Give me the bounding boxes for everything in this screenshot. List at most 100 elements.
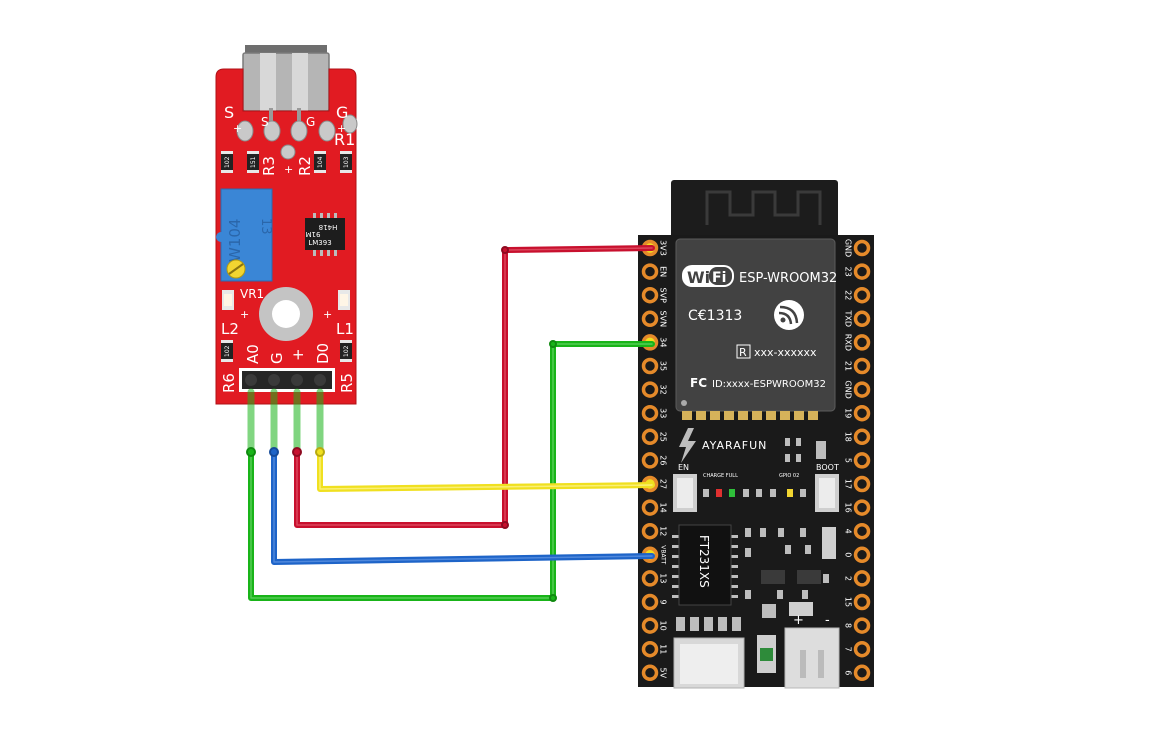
right-pin-pad[interactable] <box>853 664 871 682</box>
right-pin-pad[interactable] <box>853 334 871 351</box>
brand-name: AYARAFUN <box>702 439 767 452</box>
wifi-text-wi: Wi <box>687 268 710 287</box>
wire-blue-g[interactable] <box>271 449 655 565</box>
right-pin-label: 6 <box>844 670 853 675</box>
left-pin-pad[interactable] <box>641 286 659 304</box>
left-pin-label: 26 <box>659 455 668 465</box>
en-button[interactable] <box>673 474 697 512</box>
left-pin-pad[interactable] <box>641 617 659 634</box>
sensor-resistors: 102 151 104 103 102 102 <box>221 151 352 362</box>
left-pin-pad[interactable] <box>641 452 659 469</box>
left-pin-pad[interactable] <box>641 428 659 446</box>
right-pin-label: 19 <box>844 408 853 418</box>
left-pin-label: 35 <box>659 361 668 371</box>
label-l2: L2 <box>221 320 239 338</box>
resistor-code: 151 <box>250 156 257 168</box>
left-pin-label: 9 <box>659 599 668 604</box>
left-pin-label: 12 <box>659 526 668 536</box>
pin-label-plus: + <box>289 348 307 361</box>
boot-button[interactable] <box>815 474 839 512</box>
label-r5: R5 <box>338 373 356 393</box>
right-pin-pad[interactable] <box>853 286 871 304</box>
pin-label-g: G <box>268 352 286 364</box>
gpio02-label: GPIO 02 <box>779 473 799 479</box>
resistor-code: 102 <box>224 156 231 168</box>
left-pin-label: 11 <box>659 644 668 654</box>
wires <box>246 245 655 602</box>
resistor-code: 102 <box>343 345 350 357</box>
label-s-left: S <box>224 103 234 122</box>
left-pin-pad[interactable] <box>641 357 659 375</box>
right-pin-label: 22 <box>844 290 853 300</box>
battery-connector[interactable] <box>784 627 840 689</box>
left-pin-label: SVP <box>659 288 668 304</box>
right-pin-pad[interactable] <box>853 428 871 446</box>
lightning-icon <box>679 428 696 463</box>
right-pin-pad[interactable] <box>853 593 871 611</box>
wire-yellow-d0[interactable] <box>317 449 655 492</box>
module-name: ESP-WROOM32 <box>739 271 837 286</box>
label-l2-plus: + <box>240 308 249 321</box>
microphone-icon <box>242 45 330 112</box>
left-pin-pad[interactable] <box>641 381 659 398</box>
esp32-board: Wi Fi ESP-WROOM32 C€1313 R xxx-xxxxxx FC… <box>638 180 874 689</box>
left-pin-label: 10 <box>659 621 668 631</box>
left-pin-label: 33 <box>659 408 668 418</box>
left-pin-pad[interactable] <box>641 570 659 587</box>
label-plus-bottom: + <box>284 163 293 176</box>
left-pin-label: 27 <box>659 479 668 489</box>
resistor-code: 102 <box>224 345 231 357</box>
right-pin-pad[interactable] <box>853 522 871 540</box>
right-pin-label: GND <box>844 239 853 257</box>
right-pin-pad[interactable] <box>853 263 871 280</box>
right-pin-pad[interactable] <box>853 570 871 587</box>
resistor-code: 103 <box>343 156 350 168</box>
right-pin-pad[interactable] <box>853 617 871 634</box>
left-pin-label: SVN <box>659 311 668 328</box>
left-pin-pad[interactable] <box>641 664 659 682</box>
sensor-pin-header <box>239 368 335 392</box>
left-pin-pad[interactable] <box>641 404 659 422</box>
right-pin-label: 15 <box>844 597 853 607</box>
left-pin-pad[interactable] <box>641 263 659 280</box>
left-pin-label: 32 <box>659 385 668 395</box>
potentiometer: W104 13 <box>216 188 273 282</box>
right-pin-pad[interactable] <box>853 404 871 422</box>
left-pin-pad[interactable] <box>641 522 659 540</box>
label-plus-right: + <box>337 122 346 135</box>
left-pin-pad[interactable] <box>641 310 659 328</box>
ft231xs-chip: FT231XS <box>672 524 738 606</box>
wifi-logo-icon: Wi Fi <box>682 265 734 287</box>
ce-mark: C€1313 <box>688 308 742 324</box>
label-r6: R6 <box>220 373 238 393</box>
right-pin-pad[interactable] <box>853 546 871 564</box>
chip-text-91m: 91M <box>306 230 321 238</box>
usb-connector[interactable] <box>673 637 745 689</box>
right-pin-label: 4 <box>844 529 853 534</box>
chip-text-h418: H418 <box>319 223 338 231</box>
en-label: EN <box>678 463 689 472</box>
right-pin-pad[interactable] <box>853 452 871 469</box>
r-mark: R <box>739 346 747 359</box>
right-pin-pad[interactable] <box>853 239 871 257</box>
left-pin-pad[interactable] <box>641 593 659 611</box>
right-pin-pad[interactable] <box>853 381 871 398</box>
label-plus-left: + <box>233 122 242 135</box>
pot-text-13: 13 <box>258 218 273 235</box>
right-pin-pad[interactable] <box>853 640 871 658</box>
right-pin-pad[interactable] <box>853 310 871 328</box>
right-pin-pad[interactable] <box>853 475 871 493</box>
wifi-text-fi: Fi <box>712 270 726 286</box>
right-pin-pad[interactable] <box>853 499 871 516</box>
right-pin-label: TXD <box>844 310 853 328</box>
left-pin-pad[interactable] <box>641 499 659 516</box>
right-pin-pad[interactable] <box>853 357 871 375</box>
right-pin-label: RXD <box>844 334 853 351</box>
left-pin-label: 25 <box>659 432 668 442</box>
sensor-leds <box>222 290 350 310</box>
label-r2: R2 <box>296 156 314 176</box>
boot-label: BOOT <box>816 463 839 472</box>
left-pin-pad[interactable] <box>641 640 659 658</box>
